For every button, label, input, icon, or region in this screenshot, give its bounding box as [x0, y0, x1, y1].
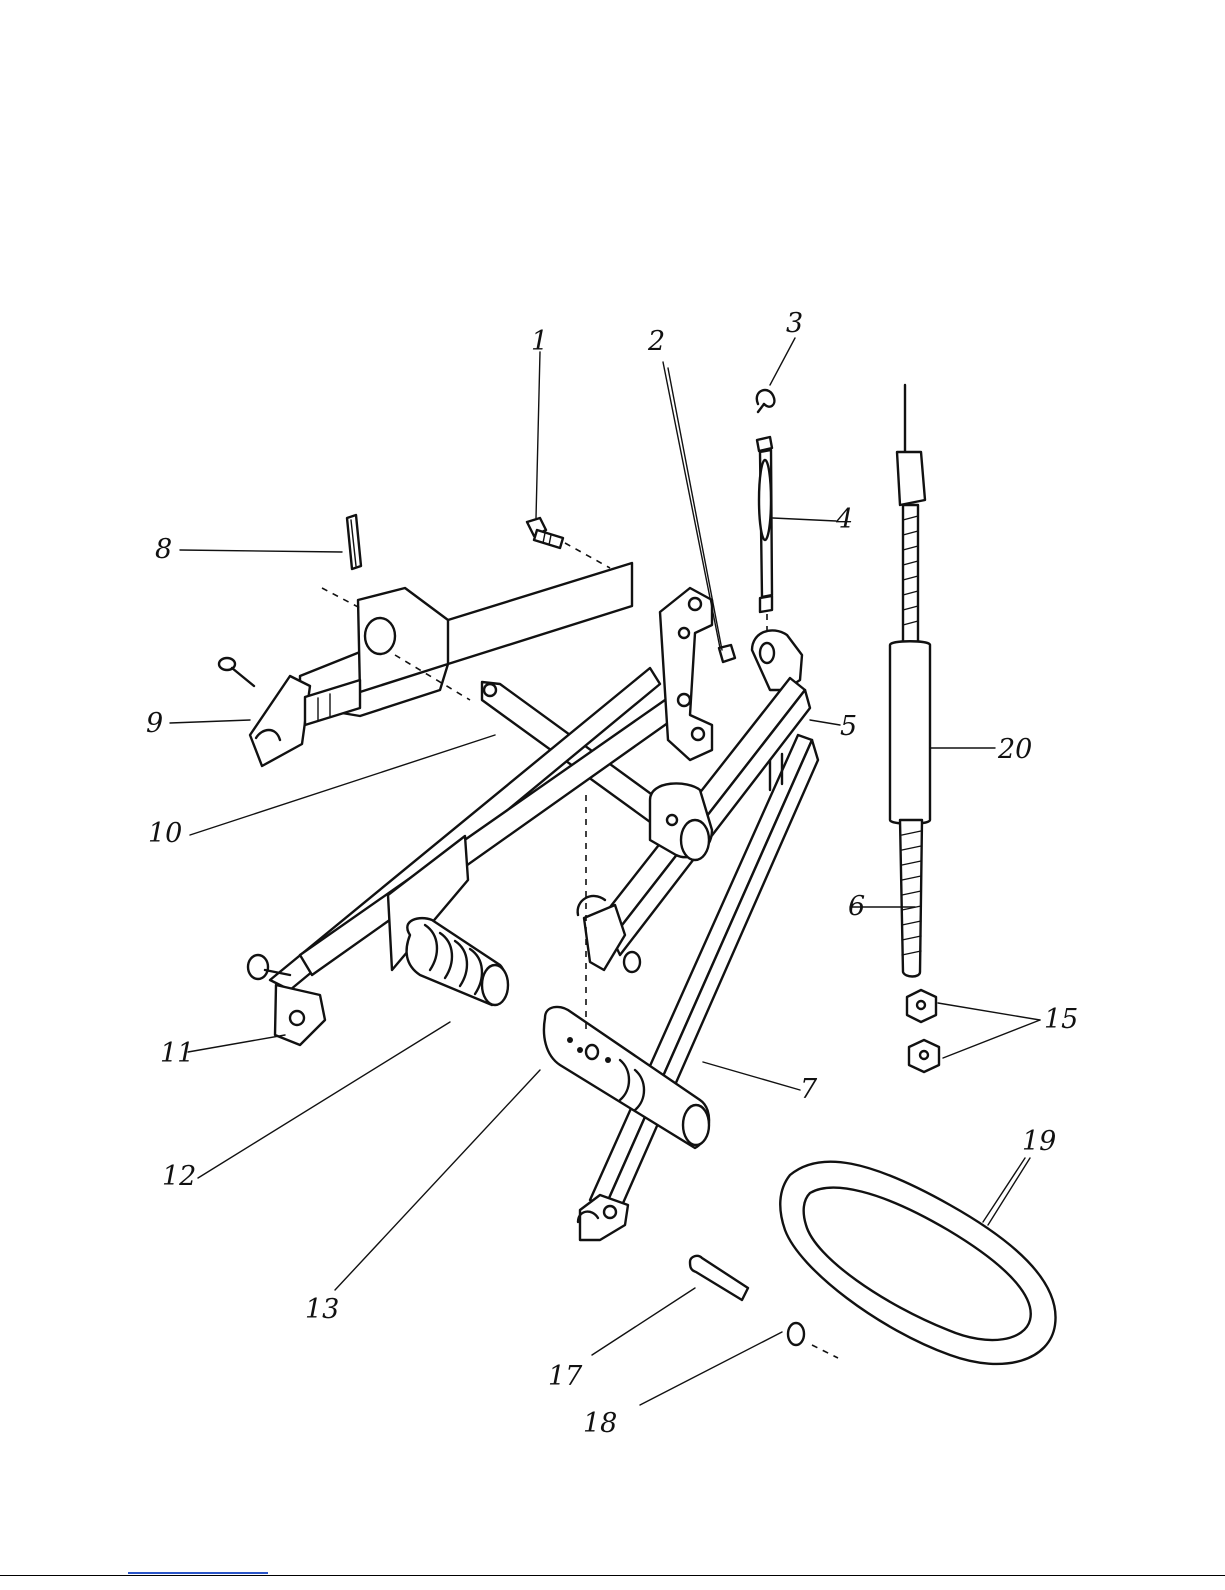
link-underline[interactable]: [128, 1572, 268, 1574]
part-17-pin: [690, 1256, 748, 1300]
callout-20: 20: [997, 734, 1032, 765]
part-2-plate: [660, 588, 735, 760]
part-12-spring-bracket: [388, 836, 508, 1005]
callout-1: 1: [531, 326, 548, 357]
callout-5: 5: [840, 711, 857, 742]
part-20-sleeve-and-6-rod: [890, 385, 930, 977]
callout-10: 10: [148, 818, 182, 849]
page-bottom-rule: [0, 1575, 1225, 1576]
callout-4: 4: [835, 504, 853, 535]
callout-6: 6: [848, 891, 865, 922]
callout-19: 19: [1022, 1126, 1056, 1157]
callout-11: 11: [160, 1038, 194, 1069]
callout-17: 17: [548, 1361, 583, 1392]
callout-18: 18: [583, 1408, 617, 1439]
callout-2: 2: [647, 326, 665, 357]
part-19-ring: [780, 1162, 1055, 1364]
part-8-pin: [347, 515, 361, 569]
callout-12: 12: [162, 1161, 196, 1192]
callout-15: 15: [1044, 1004, 1078, 1035]
part-15-nuts: [907, 990, 939, 1072]
part-1-bolt: [527, 518, 610, 568]
callout-3: 3: [786, 308, 803, 339]
callout-13: 13: [305, 1294, 339, 1325]
callout-7: 7: [800, 1074, 818, 1105]
part-18-washer: [788, 1323, 838, 1358]
callout-9: 9: [146, 708, 163, 739]
callout-8: 8: [155, 534, 172, 565]
part-9-screw: [219, 658, 254, 686]
part-3-clip: [757, 390, 775, 412]
part-4-rod: [757, 437, 772, 630]
